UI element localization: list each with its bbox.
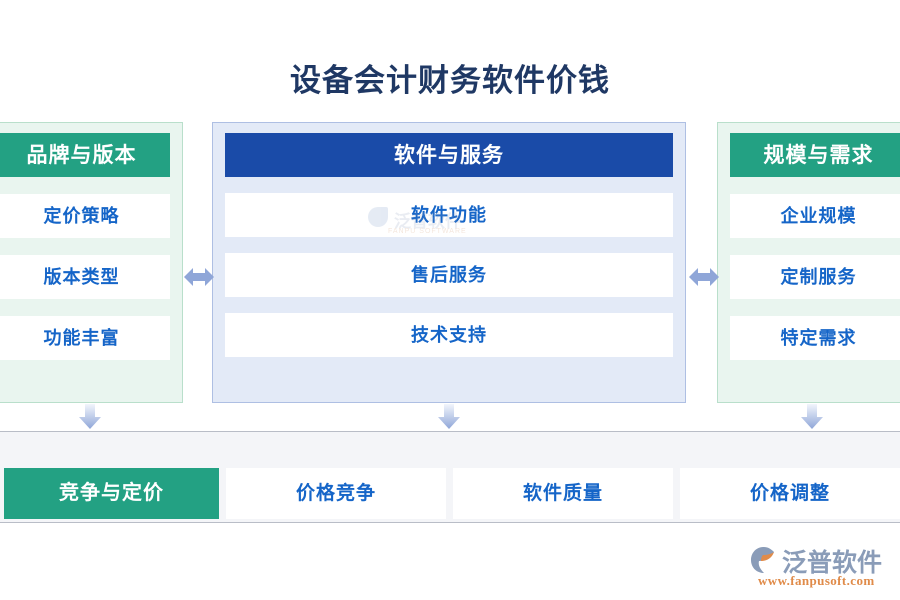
panel-item-rich-features[interactable]: 功能丰富 xyxy=(0,316,170,360)
brand-url: www.fanpusoft.com xyxy=(758,573,875,588)
double-arrow-horizontal-icon-right xyxy=(689,264,719,290)
panel-item-custom-service[interactable]: 定制服务 xyxy=(730,255,900,299)
panel-item-pricing-strategy[interactable]: 定价策略 xyxy=(0,194,170,238)
bottom-item-software-quality[interactable]: 软件质量 xyxy=(453,468,673,519)
bottom-item-price-adjustment[interactable]: 价格调整 xyxy=(680,468,900,519)
bottom-row: 竞争与定价 价格竞争 软件质量 价格调整 xyxy=(0,468,900,519)
panel-item-software-function[interactable]: 软件功能 xyxy=(225,193,673,237)
panel-scale-demand: 规模与需求 企业规模 定制服务 特定需求 xyxy=(717,122,900,403)
arrow-down-icon-software-service xyxy=(437,404,461,430)
panel-header-scale-demand: 规模与需求 xyxy=(730,133,900,177)
panel-item-version-type[interactable]: 版本类型 xyxy=(0,255,170,299)
panel-brand-version: 品牌与版本 定价策略 版本类型 功能丰富 xyxy=(0,122,183,403)
panel-item-specific-demand[interactable]: 特定需求 xyxy=(730,316,900,360)
bottom-item-price-competition[interactable]: 价格竞争 xyxy=(226,468,446,519)
columns-row: 品牌与版本 定价策略 版本类型 功能丰富 软件与服务 软件功能 售后服务 技术支… xyxy=(0,122,900,404)
footer-logo: 泛普软件 www.fanpusoft.com xyxy=(750,543,900,591)
bottom-header-competition-pricing: 竞争与定价 xyxy=(4,468,219,519)
double-arrow-horizontal-icon-left xyxy=(184,264,214,290)
arrow-down-icon-brand-version xyxy=(78,404,102,430)
panel-item-after-sales-service[interactable]: 售后服务 xyxy=(225,253,673,297)
panel-header-brand-version: 品牌与版本 xyxy=(0,133,170,177)
panel-header-software-service: 软件与服务 xyxy=(225,133,673,177)
arrow-down-icon-scale-demand xyxy=(800,404,824,430)
panel-item-technical-support[interactable]: 技术支持 xyxy=(225,313,673,357)
page-title: 设备会计财务软件价钱 xyxy=(290,63,610,98)
brand-mark-icon xyxy=(751,547,774,573)
panel-software-service: 软件与服务 软件功能 售后服务 技术支持 xyxy=(212,122,686,403)
brand-name: 泛普软件 xyxy=(782,549,883,577)
panel-item-enterprise-scale[interactable]: 企业规模 xyxy=(730,194,900,238)
